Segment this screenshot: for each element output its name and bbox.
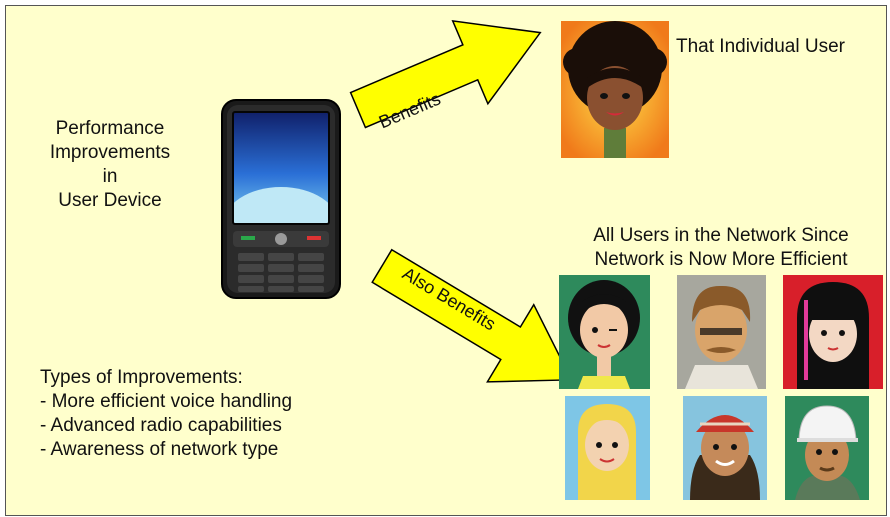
device-caption-line-4: User Device — [58, 190, 162, 211]
improvements-heading: Types of Improvements: — [40, 367, 243, 388]
user-avatar-blonde-girl — [565, 396, 650, 500]
device-caption-line-3: in — [102, 166, 118, 187]
user-avatar-white-cap-man — [785, 396, 869, 500]
network-label-line-2: Network is Now More Efficient — [594, 249, 848, 270]
user-avatar-black-hair-girl — [559, 275, 650, 389]
user-avatar-red-cap-man — [683, 396, 767, 500]
benefits-arrow: Benefits — [349, 19, 542, 132]
device-caption-line-1: Performance — [55, 118, 165, 139]
mobile-phone-icon — [221, 99, 341, 299]
improvement-item: - Awareness of network type — [40, 439, 279, 460]
individual-user-avatar — [561, 21, 669, 158]
improvement-item: - Advanced radio capabilities — [40, 415, 282, 436]
device-caption-line-2: Improvements — [49, 142, 171, 163]
improvement-item: - More efficient voice handling — [40, 391, 293, 412]
network-label-line-1: All Users in the Network Since — [593, 225, 849, 246]
device-caption: Performance Improvements in User Device — [20, 117, 200, 213]
user-avatar-brown-hair-man — [677, 275, 766, 389]
individual-user-label: That Individual User — [676, 36, 845, 57]
network-users-label: All Users in the Network Since Network i… — [556, 224, 886, 272]
user-avatar-pink-streak-girl — [783, 275, 883, 389]
improvements-list: Types of Improvements: - More efficient … — [40, 366, 370, 462]
